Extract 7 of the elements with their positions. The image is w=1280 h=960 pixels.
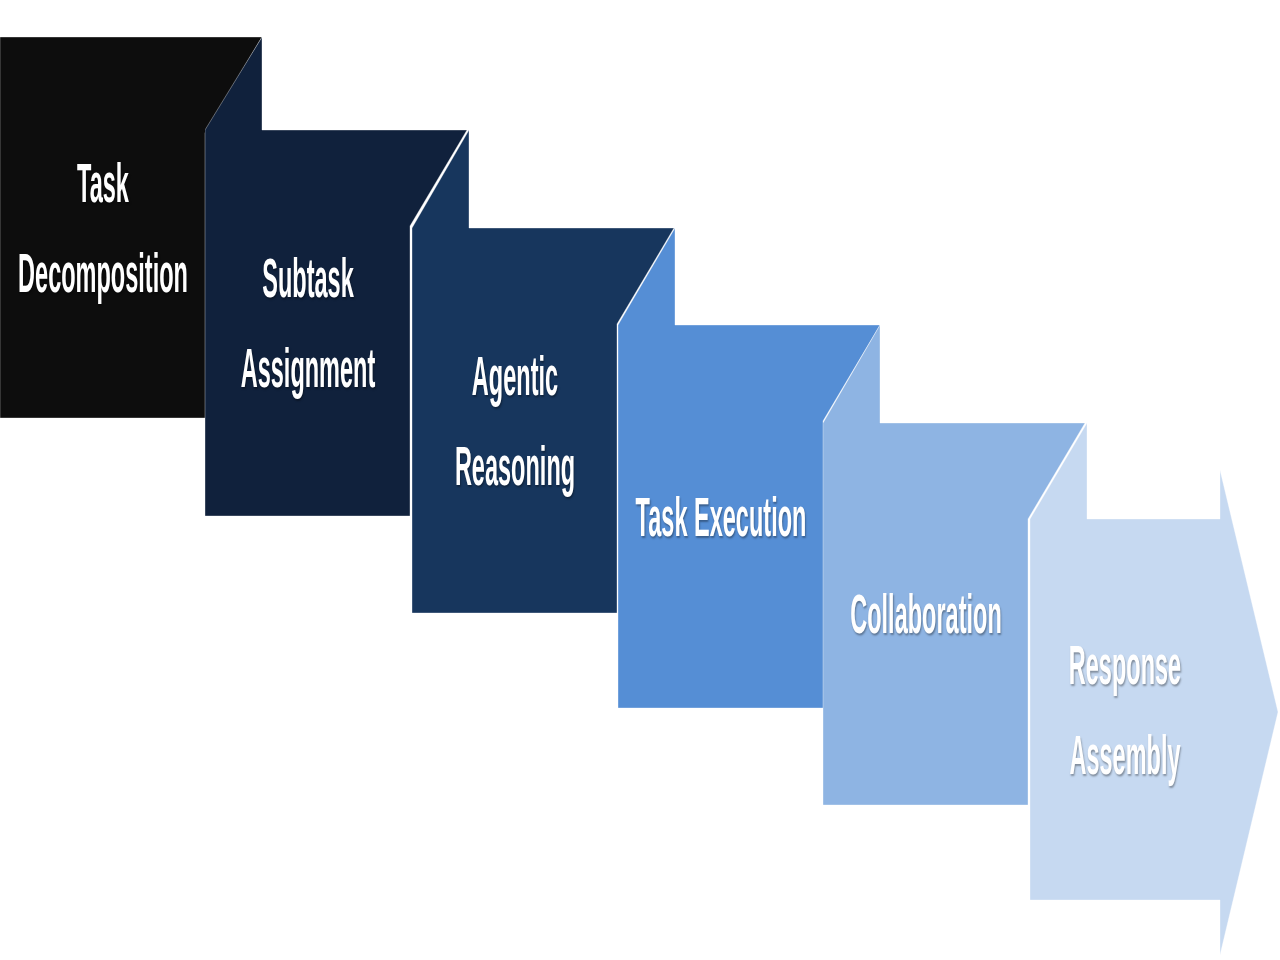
step-label: Subtask Assignment bbox=[240, 246, 375, 399]
step-label: Response Assembly bbox=[1068, 632, 1182, 786]
step-label: Collaboration bbox=[849, 582, 1002, 646]
step-label: Agentic Reasoning bbox=[454, 343, 575, 497]
step-label: Task Execution bbox=[635, 484, 806, 548]
step-arrow bbox=[1030, 423, 1278, 955]
step-label: Task Decomposition bbox=[17, 150, 188, 304]
